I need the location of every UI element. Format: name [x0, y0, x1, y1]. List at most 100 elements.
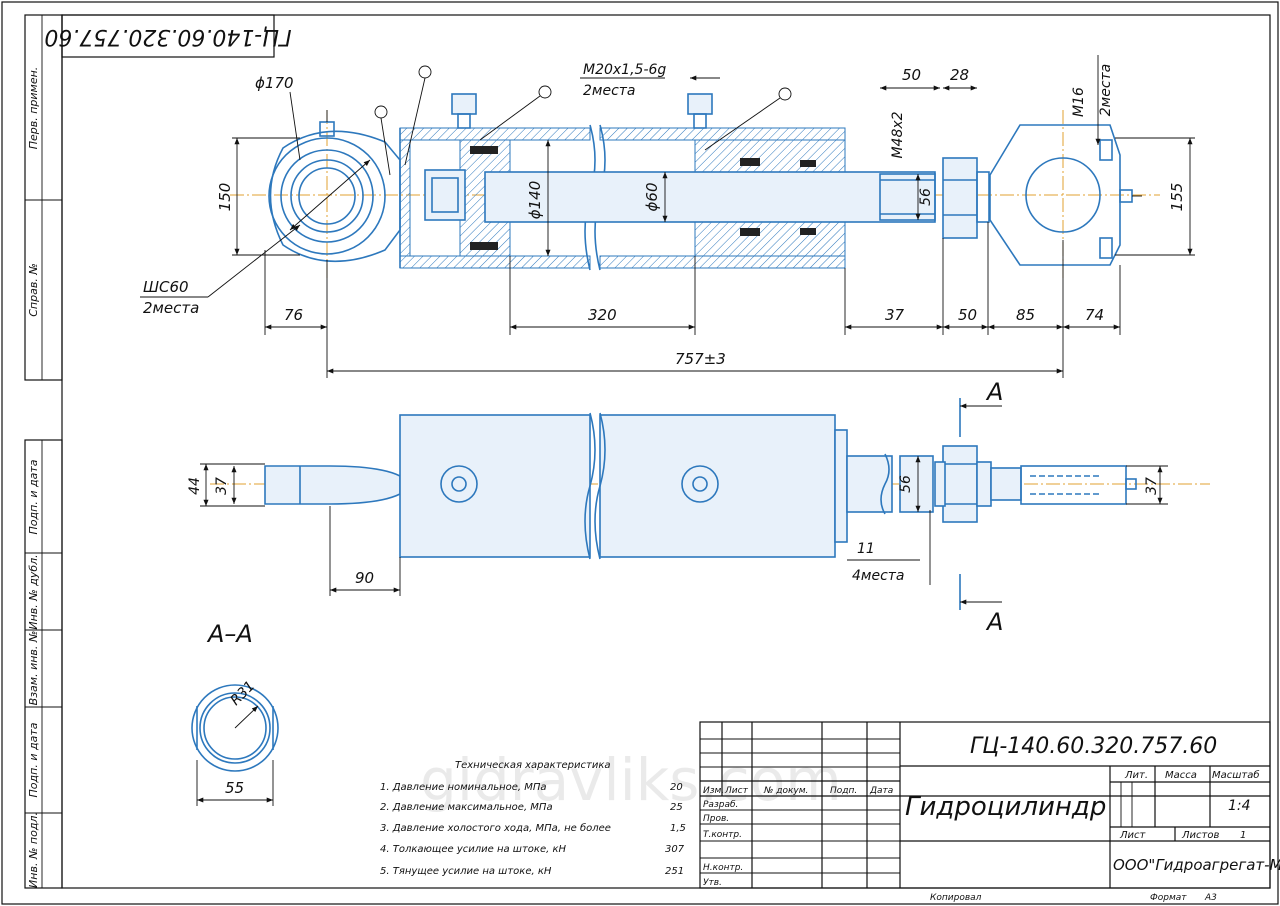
stamp-podp-data-2: Подп. и дата: [27, 722, 40, 797]
dim-50-top: 50: [902, 66, 921, 84]
mirrored-number-box: ГЦ-140.60.320.757.60: [44, 14, 292, 58]
section-mark-bottom: A: [985, 608, 1003, 636]
tb-col-date: Дата: [869, 786, 893, 796]
dim-56-side: 56: [898, 475, 914, 493]
tb-col-doc: № докум.: [763, 786, 808, 796]
gland: [694, 139, 846, 173]
tech-row-3: 3. Давление холостого хода, МПа, не боле…: [380, 822, 686, 834]
tb-company: ООО"Гидроагрегат-М": [1113, 856, 1280, 874]
tech-value-2: 25: [670, 802, 683, 813]
cylinder-wall-bottom-left: [399, 255, 591, 269]
tb-prov: Пров.: [703, 814, 729, 824]
tb-col-list: Лист: [724, 786, 749, 796]
dim-155: 155: [1168, 183, 1186, 212]
watermark: gidravliks.com: [420, 746, 842, 814]
title-block: ГЦ-140.60.320.757.60 Гидроцилиндр Изм. Л…: [699, 721, 1280, 903]
dim-dia-140: ϕ140: [526, 181, 544, 220]
port-thread: M20x1,5-6g: [583, 62, 666, 78]
tb-lit: Лит.: [1124, 770, 1148, 781]
tech-value-5: 251: [665, 866, 684, 877]
tech-label-5: 5. Тянущее усилие на штоке, кН: [380, 866, 552, 877]
bearing: ШС60: [143, 278, 189, 296]
dim-56-top: 56: [918, 188, 934, 206]
lock-nut-side: [942, 445, 978, 523]
stamp-inv-dubl: Инв. № дубл.: [27, 554, 40, 629]
port-count: 2места: [583, 83, 636, 99]
section-a-a: A–A R31 55: [191, 620, 279, 806]
lock-nut-top: [942, 157, 978, 239]
tb-col-izm: Изм.: [703, 786, 724, 796]
tb-sheets-value: 1: [1240, 830, 1246, 841]
stamp-vzam-inv: Взам. инв. №: [27, 631, 40, 706]
dim-11: 11: [857, 541, 875, 557]
tech-spec: Техническая характеристика 1. Давление н…: [380, 760, 686, 877]
tb-nkontr: Н.контр.: [703, 863, 743, 873]
dim-37-right: 37: [1144, 477, 1160, 495]
tech-value-1: 20: [670, 782, 683, 793]
tech-label-1: 1. Давление номинальное, МПа: [380, 782, 547, 793]
cylinder-wall-bottom-right: [599, 255, 846, 269]
stamp-perv-primen: Перв. примен.: [27, 67, 40, 150]
stamp-podp-data-1: Подп. и дата: [27, 459, 40, 534]
side-view: 44 37 56 37 90 11 4места A A: [187, 378, 1210, 636]
dim-85: 85: [1016, 306, 1035, 324]
stamp-sprav: Справ. №: [27, 263, 40, 317]
rod-top: [484, 171, 936, 223]
dim-37: 37: [885, 306, 905, 324]
tb-copied: Копировал: [930, 893, 982, 903]
tech-row-1: 1. Давление номинальное, МПа 20: [380, 782, 683, 793]
dim-37-left: 37: [214, 477, 230, 495]
rod-thread: M48x2: [890, 111, 906, 158]
dim-74: 74: [1085, 306, 1104, 324]
tb-name: Гидроцилиндр: [905, 792, 1106, 822]
tb-razrab: Разраб.: [703, 800, 738, 810]
tb-format: Формат: [1150, 893, 1187, 903]
tb-utv: Утв.: [703, 878, 722, 888]
section-width: 55: [225, 779, 244, 797]
dim-76: 76: [284, 306, 303, 324]
dim-50: 50: [958, 306, 977, 324]
tech-label-4: 4. Толкающее усилие на штоке, кН: [380, 844, 566, 855]
tech-value-3: 1,5: [670, 823, 686, 834]
eye-count: 2места: [1098, 64, 1114, 117]
tb-tkontr: Т.контр.: [703, 830, 742, 840]
dim-dia-170: ϕ170: [255, 74, 294, 92]
tb-designation: ГЦ-140.60.320.757.60: [970, 734, 1217, 759]
mirrored-number: ГЦ-140.60.320.757.60: [44, 24, 291, 49]
barrel-left: [399, 414, 591, 558]
section-mark-top: A: [985, 378, 1003, 406]
rod-eye: [989, 124, 1142, 266]
dim-90: 90: [355, 569, 374, 587]
dim-total: 757±3: [675, 350, 726, 368]
tb-sheets: Листов: [1181, 830, 1219, 841]
stamp-inv-podl: Инв. № подл.: [27, 812, 40, 888]
tech-label-2: 2. Давление максимальное, МПа: [380, 802, 553, 813]
dim-320: 320: [588, 306, 617, 324]
tb-sheet: Лист: [1119, 830, 1147, 841]
tech-label-3: 3. Давление холостого хода, МПа, не боле…: [380, 822, 611, 834]
tb-scale: Масштаб: [1212, 769, 1260, 781]
side-stamp: Перв. примен. Справ. № Подп. и дата Инв.…: [24, 14, 63, 889]
tech-row-4: 4. Толкающее усилие на штоке, кН 307: [380, 844, 685, 855]
holes-count: 4места: [852, 568, 905, 584]
rod-eye-side: [1020, 465, 1127, 505]
top-view: ϕ170 150 M20x1,5-6g 2места 50 28 M48x2 5…: [140, 55, 1195, 378]
tech-row-2: 2. Давление максимальное, МПа 25: [380, 802, 683, 813]
tech-row-5: 5. Тянущее усилие на штоке, кН 251: [380, 866, 684, 877]
eye-thread: M16: [1071, 87, 1087, 117]
dim-dia-60: ϕ60: [643, 183, 661, 212]
tb-mass: Масса: [1165, 770, 1197, 781]
dim-150: 150: [216, 183, 234, 212]
dim-28-top: 28: [950, 66, 969, 84]
tb-scale-value: 1:4: [1228, 798, 1251, 814]
tech-title: Техническая характеристика: [455, 760, 611, 771]
tech-value-4: 307: [665, 844, 685, 855]
section-title: A–A: [206, 620, 253, 648]
cylinder-wall-top-left: [399, 127, 591, 141]
rear-eye: [268, 110, 401, 263]
dim-44: 44: [187, 477, 203, 495]
tb-format-value: A3: [1204, 893, 1217, 903]
tb-col-sign: Подп.: [830, 786, 857, 796]
